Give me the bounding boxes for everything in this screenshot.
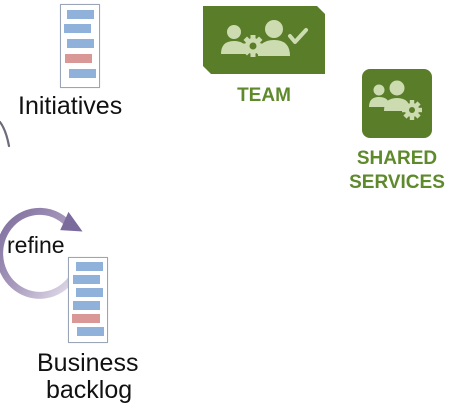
business-bar-4 — [73, 301, 100, 310]
business-backlog-stack — [68, 257, 108, 343]
initiatives-label: Initiatives — [18, 92, 123, 120]
team-check-gear-icon — [221, 20, 308, 57]
team-label: TEAM — [237, 85, 291, 106]
business-bar-2 — [73, 275, 100, 284]
team-badge — [203, 6, 325, 74]
business-bar-6 — [77, 327, 104, 336]
initiatives-backlog-stack — [60, 4, 100, 88]
shared-services-label-line2: SERVICES — [349, 172, 445, 193]
shared-services-label-line1: SHARED — [356, 148, 438, 169]
initiatives-bar-1 — [67, 10, 94, 19]
business-bar-1 — [76, 262, 103, 271]
initiatives-bar-4 — [65, 54, 92, 63]
business-backlog-label-line2: backlog — [46, 376, 133, 404]
initiatives-bar-2 — [64, 24, 91, 33]
business-bar-5 — [72, 314, 100, 323]
team-gear-icon — [369, 80, 422, 120]
shared-services-badge-shape — [362, 69, 432, 138]
refine-cycle-arrow — [0, 207, 83, 299]
business-backlog-label-line1: Business — [37, 349, 139, 377]
business-bar-3 — [76, 288, 103, 297]
shared-services-badge — [362, 69, 432, 138]
initiatives-bar-3 — [67, 39, 94, 48]
team-badge-shape — [203, 6, 325, 74]
initiatives-bar-5 — [69, 69, 96, 78]
refine-label: refine — [7, 232, 65, 258]
cycle-arc-fragment — [0, 120, 11, 148]
